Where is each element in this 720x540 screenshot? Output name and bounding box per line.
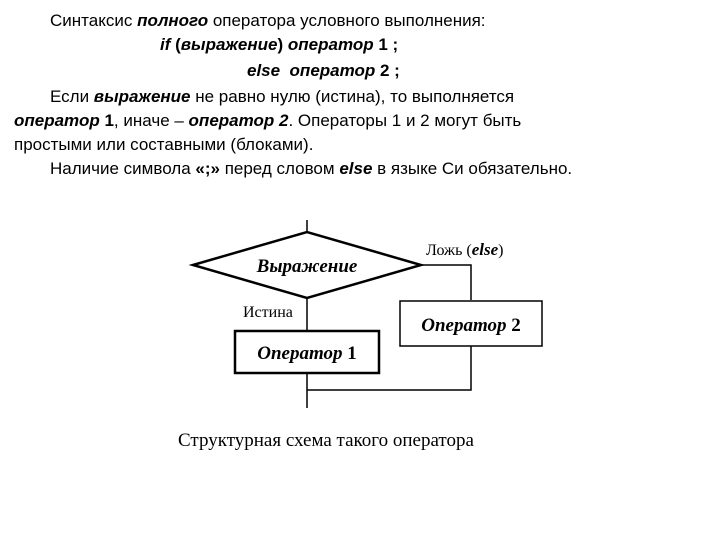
text-fragment: перед словом (219, 159, 340, 178)
diagram-caption: Структурная схема такого оператора (178, 430, 474, 451)
operator-number: 1 (99, 111, 114, 130)
text-fragment: Наличие символа (50, 159, 196, 178)
text-fragment: , иначе – (113, 111, 189, 130)
text-fragment: ( (170, 35, 181, 54)
expression-word: выражение (93, 87, 191, 106)
operator-word: оператор (14, 111, 100, 130)
operator-2-label: Оператор 2 (421, 315, 521, 336)
semicolon-note-line: Наличие символа «;» перед словом else в … (50, 158, 572, 180)
condition-label: Выражение (256, 256, 358, 277)
operator-number: 1 ; (373, 35, 399, 54)
text-fragment: ) (277, 35, 288, 54)
text-fragment: простыми или составными (блоками). (14, 135, 314, 154)
syntax-else-line: else оператор 2 ; (247, 60, 400, 82)
false-branch-line (421, 264, 472, 300)
text-fragment: . Операторы 1 и 2 могут быть (288, 111, 522, 130)
operator-1-label: Оператор 1 (257, 343, 357, 364)
text-fragment: не равно нулю (истина), то выполняется (190, 87, 515, 106)
syntax-intro-line: Синтаксис полного оператора условного вы… (50, 10, 486, 32)
operator-2-text: оператор 2 (188, 111, 289, 130)
text-fragment: Если (50, 87, 94, 106)
false-label: Ложь (else) (426, 240, 504, 259)
explanation-line-1: Если выражение не равно нулю (истина), т… (50, 86, 514, 108)
text-fragment: в языке Си обязательно. (372, 159, 573, 178)
true-label: Истина (243, 304, 293, 321)
operator-word: оператор (289, 61, 376, 80)
operator-number: 2 ; (375, 61, 400, 80)
text-fragment: оператора условного выполнения: (208, 11, 486, 30)
keyword-else: else (339, 159, 373, 178)
semicolon-symbol: «;» (195, 159, 220, 178)
emphasis-full: полного (137, 11, 209, 30)
explanation-line-2: оператор 1, иначе – оператор 2. Оператор… (14, 110, 521, 132)
explanation-line-3: простыми или составными (блоками). (14, 134, 313, 156)
syntax-if-line: if (выражение) оператор 1 ; (160, 34, 398, 56)
keyword-else: else (247, 61, 281, 80)
operator-word: оператор (287, 35, 374, 54)
text-fragment: Синтаксис (50, 11, 138, 30)
operator-2-exit-line (307, 346, 472, 391)
expression-word: выражение (180, 35, 278, 54)
keyword-if: if (160, 35, 171, 54)
